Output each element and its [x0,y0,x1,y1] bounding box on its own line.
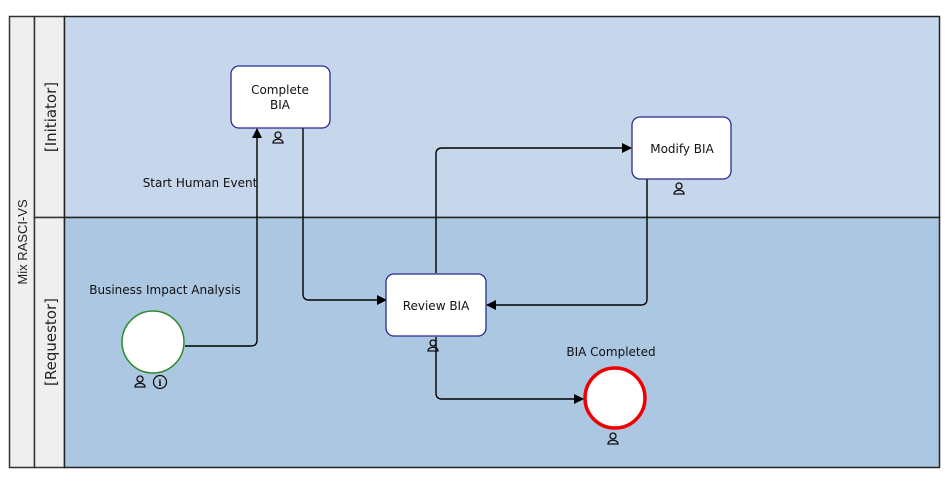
start-event[interactable] [121,310,185,374]
lane-header-requestor[interactable] [33,216,66,469]
task-review-bia[interactable]: Review BIA [385,273,487,337]
end-event-label: BIA Completed [566,345,655,359]
end-event[interactable] [583,366,647,430]
annotation-label: Start Human Event [143,176,258,190]
flow-modify-to-review[interactable] [486,179,648,310]
pool-label: Mix RASCI-VS [15,199,30,285]
svg-text:i: i [158,379,162,389]
lane-label-requestor: [Requestor] [42,298,60,386]
task-label: Complete [251,83,309,97]
lane-header-initiator[interactable] [33,15,66,219]
flow-review-to-modify[interactable] [435,143,632,273]
flow-review-to-end[interactable] [435,337,584,404]
lane-requestor[interactable] [63,216,941,469]
info-icon[interactable]: i [152,374,168,390]
flow-complete-to-review[interactable] [302,128,387,305]
flow-start-to-complete[interactable] [185,128,262,347]
start-event-label: Business Impact Analysis [89,283,241,297]
task-complete-bia[interactable]: Complete BIA [230,65,331,129]
lane-initiator[interactable] [63,15,941,219]
task-label: Modify BIA [650,142,714,156]
task-label: BIA [270,98,291,112]
task-label: Review BIA [403,299,470,313]
task-modify-bia[interactable]: Modify BIA [631,116,732,180]
lane-label-initiator: [Initiator] [42,82,60,152]
pool-header[interactable] [8,15,36,469]
